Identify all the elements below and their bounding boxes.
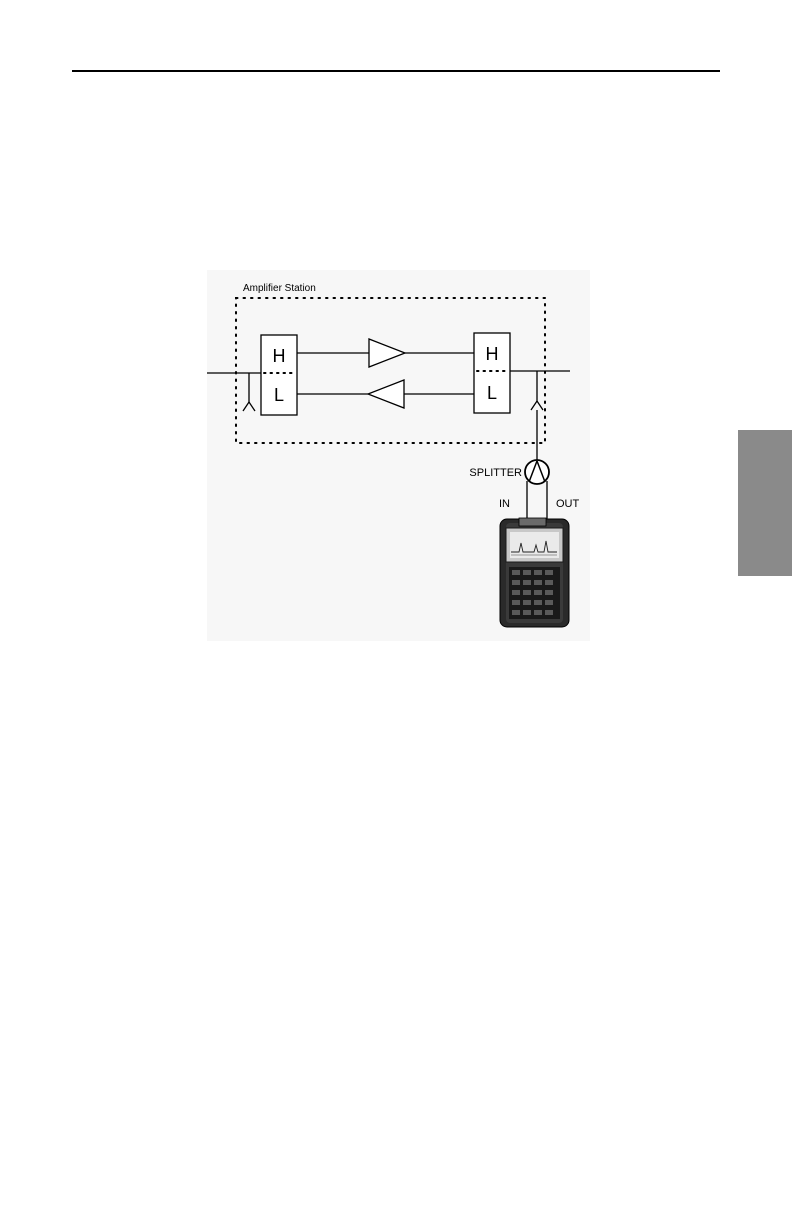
forward-amplifier-icon (369, 339, 405, 367)
return-amplifier-icon (368, 380, 404, 408)
diplexer-left-high-label: H (273, 346, 286, 366)
diplexer-right: H L (474, 333, 510, 413)
diplexer-right-high-label: H (486, 344, 499, 364)
splitter-out-label: OUT (556, 498, 580, 510)
splitter-icon (525, 460, 549, 484)
handheld-signal-meter-icon (500, 518, 569, 627)
diplexer-left-low-label: L (274, 385, 284, 405)
output-test-point-icon (531, 371, 543, 410)
splitter-label: SPLITTER (469, 467, 522, 479)
diplexer-left: H L (261, 335, 297, 415)
splitter-in-label: IN (499, 498, 510, 510)
diplexer-right-low-label: L (487, 383, 497, 403)
input-test-point-icon (243, 373, 255, 411)
amplifier-station-label: Amplifier Station (243, 283, 316, 294)
